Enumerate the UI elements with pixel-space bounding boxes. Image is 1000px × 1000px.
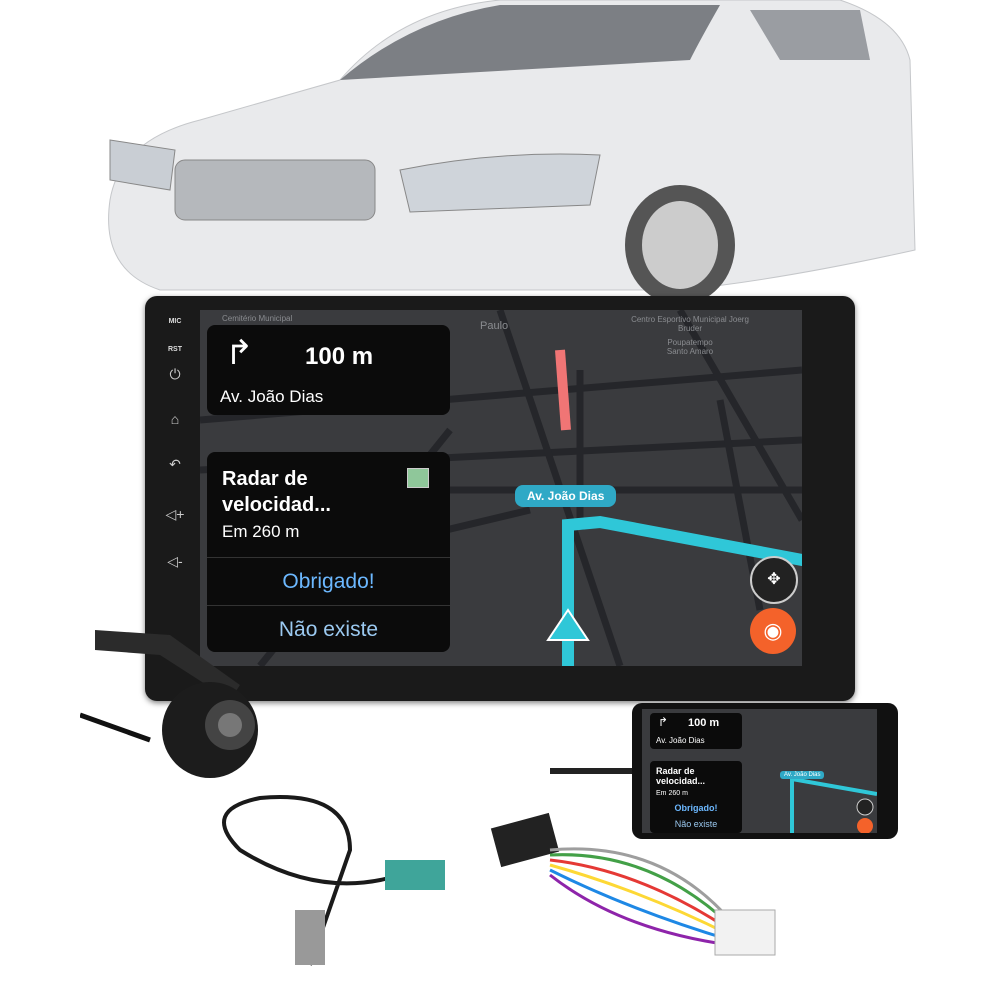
vehicle-arrow-icon bbox=[546, 608, 590, 641]
power-icon[interactable]: ⏻ bbox=[169, 366, 181, 382]
rear-camera-image bbox=[80, 630, 258, 778]
navigation-screen[interactable]: Cemitério Municipal Paulo Centro Esporti… bbox=[200, 310, 802, 666]
phone-not-there: Não existe bbox=[674, 819, 718, 829]
alert-title: Radar de velocidad... bbox=[222, 468, 331, 516]
phone-mirroring-image: ↱ 100 m Av. João Dias Radar de velocidad… bbox=[632, 703, 898, 839]
usb-cable bbox=[550, 768, 632, 774]
map-label: Paulo bbox=[480, 320, 509, 332]
phone-turn-street: Av. João Dias bbox=[656, 736, 705, 745]
radar-icon bbox=[407, 468, 429, 488]
map-label: Cemitério Municipal bbox=[222, 314, 293, 323]
alert-distance: Em 260 m bbox=[222, 522, 300, 541]
street-bubble: Av. João Dias bbox=[515, 485, 617, 507]
car-image bbox=[108, 0, 916, 300]
turn-instruction-card[interactable]: ↱ 100 m Av. João Dias bbox=[207, 325, 450, 415]
turn-right-icon: ↱ bbox=[225, 334, 254, 372]
wiring-harness-image bbox=[490, 812, 776, 956]
phone-street-bubble: Av. João Dias bbox=[780, 771, 825, 779]
mic-label: MIC bbox=[168, 318, 182, 325]
speed-radar-alert-card: Radar de velocidad... Em 260 m Obrigado!… bbox=[207, 452, 450, 652]
thanks-button[interactable]: Obrigado! bbox=[207, 557, 450, 605]
volume-up-icon[interactable]: ◁+ bbox=[165, 506, 185, 522]
report-button[interactable]: ◉ bbox=[750, 608, 796, 654]
recenter-button[interactable]: ✥ bbox=[750, 556, 798, 604]
phone-turn-distance: 100 m bbox=[688, 717, 720, 729]
antenna-adapter-image bbox=[222, 795, 445, 966]
phone-alert-distance: Em 260 m bbox=[656, 790, 688, 797]
map-label: Poupatempo Santo Amaro bbox=[666, 338, 714, 356]
turn-street: Av. João Dias bbox=[220, 387, 324, 406]
back-icon[interactable]: ↶ bbox=[169, 456, 181, 472]
reset-button[interactable]: RST bbox=[168, 346, 182, 353]
home-icon[interactable]: ⌂ bbox=[170, 411, 180, 427]
not-there-button[interactable]: Não existe bbox=[207, 605, 450, 653]
turn-distance: 100 m bbox=[305, 343, 374, 370]
map-label: Centro Esportivo Municipal Joerg Bruder bbox=[631, 315, 749, 333]
volume-down-icon[interactable]: ◁- bbox=[167, 553, 183, 569]
phone-thanks: Obrigado! bbox=[674, 803, 718, 813]
phone-alert-title: Radar de velocidad... bbox=[656, 766, 706, 786]
